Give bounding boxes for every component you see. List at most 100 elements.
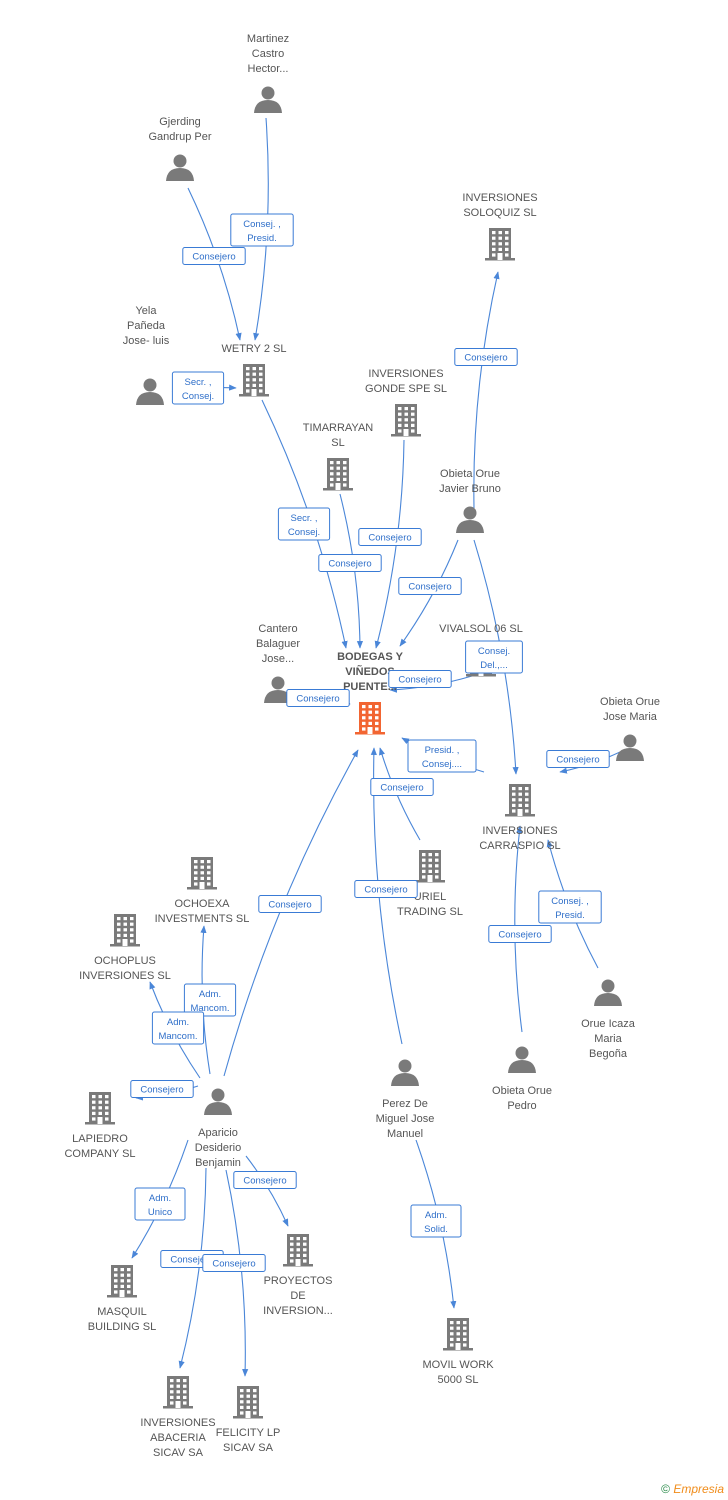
person-head <box>211 1088 225 1102</box>
building-window <box>450 1343 454 1347</box>
building-window <box>290 1253 294 1257</box>
building-window <box>505 236 509 240</box>
edge-badge[interactable]: Consejero <box>258 895 322 913</box>
building-window <box>398 407 402 411</box>
building-window <box>246 1394 250 1398</box>
edge-badge[interactable]: Consejero <box>286 689 350 707</box>
building-window <box>404 418 408 422</box>
building-window <box>246 389 250 393</box>
edge-badge[interactable]: Adm.Mancom. <box>151 1011 205 1045</box>
edge-badge[interactable]: Adm.Mancom. <box>183 983 237 1017</box>
badge-box <box>286 689 350 707</box>
edge-badge[interactable]: Consej. ,Presid. <box>538 890 602 924</box>
building-icon <box>505 784 535 817</box>
edge-badge[interactable]: Secr. ,Consej. <box>171 371 225 405</box>
building-window <box>246 1389 250 1393</box>
building-window <box>463 1332 467 1336</box>
edge-badge[interactable]: Presid. ,Consej.... <box>407 739 477 773</box>
building-icon <box>355 702 385 735</box>
building-window <box>336 461 340 465</box>
edge-role-label: Consej. <box>478 646 510 657</box>
node-label: Manuel <box>387 1128 423 1140</box>
building-window <box>259 383 263 387</box>
person-head <box>271 676 285 690</box>
node-label: WETRY 2 SL <box>221 343 286 355</box>
edge-badge[interactable]: Consej. ,Presid. <box>230 213 294 247</box>
building-window <box>518 798 522 802</box>
node-label: Obieta Orue <box>440 468 500 480</box>
building-window <box>120 1273 124 1277</box>
relationship-edge <box>178 1167 207 1369</box>
building-door <box>367 727 373 734</box>
edge-badge[interactable]: Consejero <box>233 1171 297 1189</box>
person-node-martinez[interactable]: MartinezCastroHector... <box>247 33 289 113</box>
edge-badge[interactable]: Consej.Del.,... <box>465 640 523 674</box>
edge-badge[interactable]: Consejero <box>388 670 452 688</box>
edge-badge[interactable]: Consejero <box>358 528 422 546</box>
edge-badge[interactable]: Adm.Unico <box>134 1187 186 1221</box>
building-window <box>240 1411 244 1415</box>
building-window <box>194 860 198 864</box>
building-window <box>368 705 372 709</box>
edge-badge[interactable]: Consejero <box>546 750 610 768</box>
edge-badge[interactable]: Consejero <box>398 577 462 595</box>
building-window <box>505 253 509 257</box>
company-node-wetry[interactable]: WETRY 2 SL <box>221 343 287 397</box>
company-node-bodegas[interactable]: BODEGAS YVIÑEDOSPUENTE... <box>337 651 404 735</box>
edge-badge[interactable]: Adm.Solid. <box>410 1204 462 1238</box>
node-label: BODEGAS Y <box>337 651 403 663</box>
brand-logo[interactable]: © Empresia <box>661 1482 724 1496</box>
building-window <box>253 1405 257 1409</box>
person-body <box>254 100 282 113</box>
edge-badge[interactable]: Consejero <box>318 554 382 572</box>
building-window <box>404 407 408 411</box>
edge-role-label: Secr. , <box>291 513 318 524</box>
company-node-proyectos[interactable]: PROYECTOSDEINVERSION... <box>263 1234 333 1317</box>
edge-badge[interactable]: Consejero <box>454 348 518 366</box>
edge-badge[interactable]: Secr. ,Consej. <box>277 507 331 541</box>
building-icon <box>391 404 421 437</box>
node-label: MOVIL WORK <box>422 1359 494 1371</box>
badge-box <box>488 925 552 943</box>
badge-box <box>230 213 294 247</box>
building-window <box>411 418 415 422</box>
edge-badge[interactable]: Consejero <box>130 1080 194 1098</box>
person-head <box>601 979 615 993</box>
edge-badge[interactable]: Consejero <box>488 925 552 943</box>
edge-badge[interactable]: Consejero <box>202 1254 266 1272</box>
building-window <box>512 792 516 796</box>
edge-badge[interactable]: Consejero <box>370 778 434 796</box>
building-window <box>120 1284 124 1288</box>
node-label: Jose Maria <box>603 711 658 723</box>
person-node-cantero[interactable]: CanteroBalaguerJose... <box>256 623 300 703</box>
edge-badge[interactable]: Consejero <box>354 880 418 898</box>
edge-badge[interactable]: Consejero <box>182 247 246 265</box>
edge-role-label: Presid. <box>555 910 585 921</box>
building-window <box>176 1390 180 1394</box>
building-window <box>375 721 379 725</box>
building-window <box>463 1343 467 1347</box>
building-window <box>130 928 134 932</box>
node-label: OCHOEXA <box>174 898 230 910</box>
edge-role-label: Adm. <box>425 1210 447 1221</box>
